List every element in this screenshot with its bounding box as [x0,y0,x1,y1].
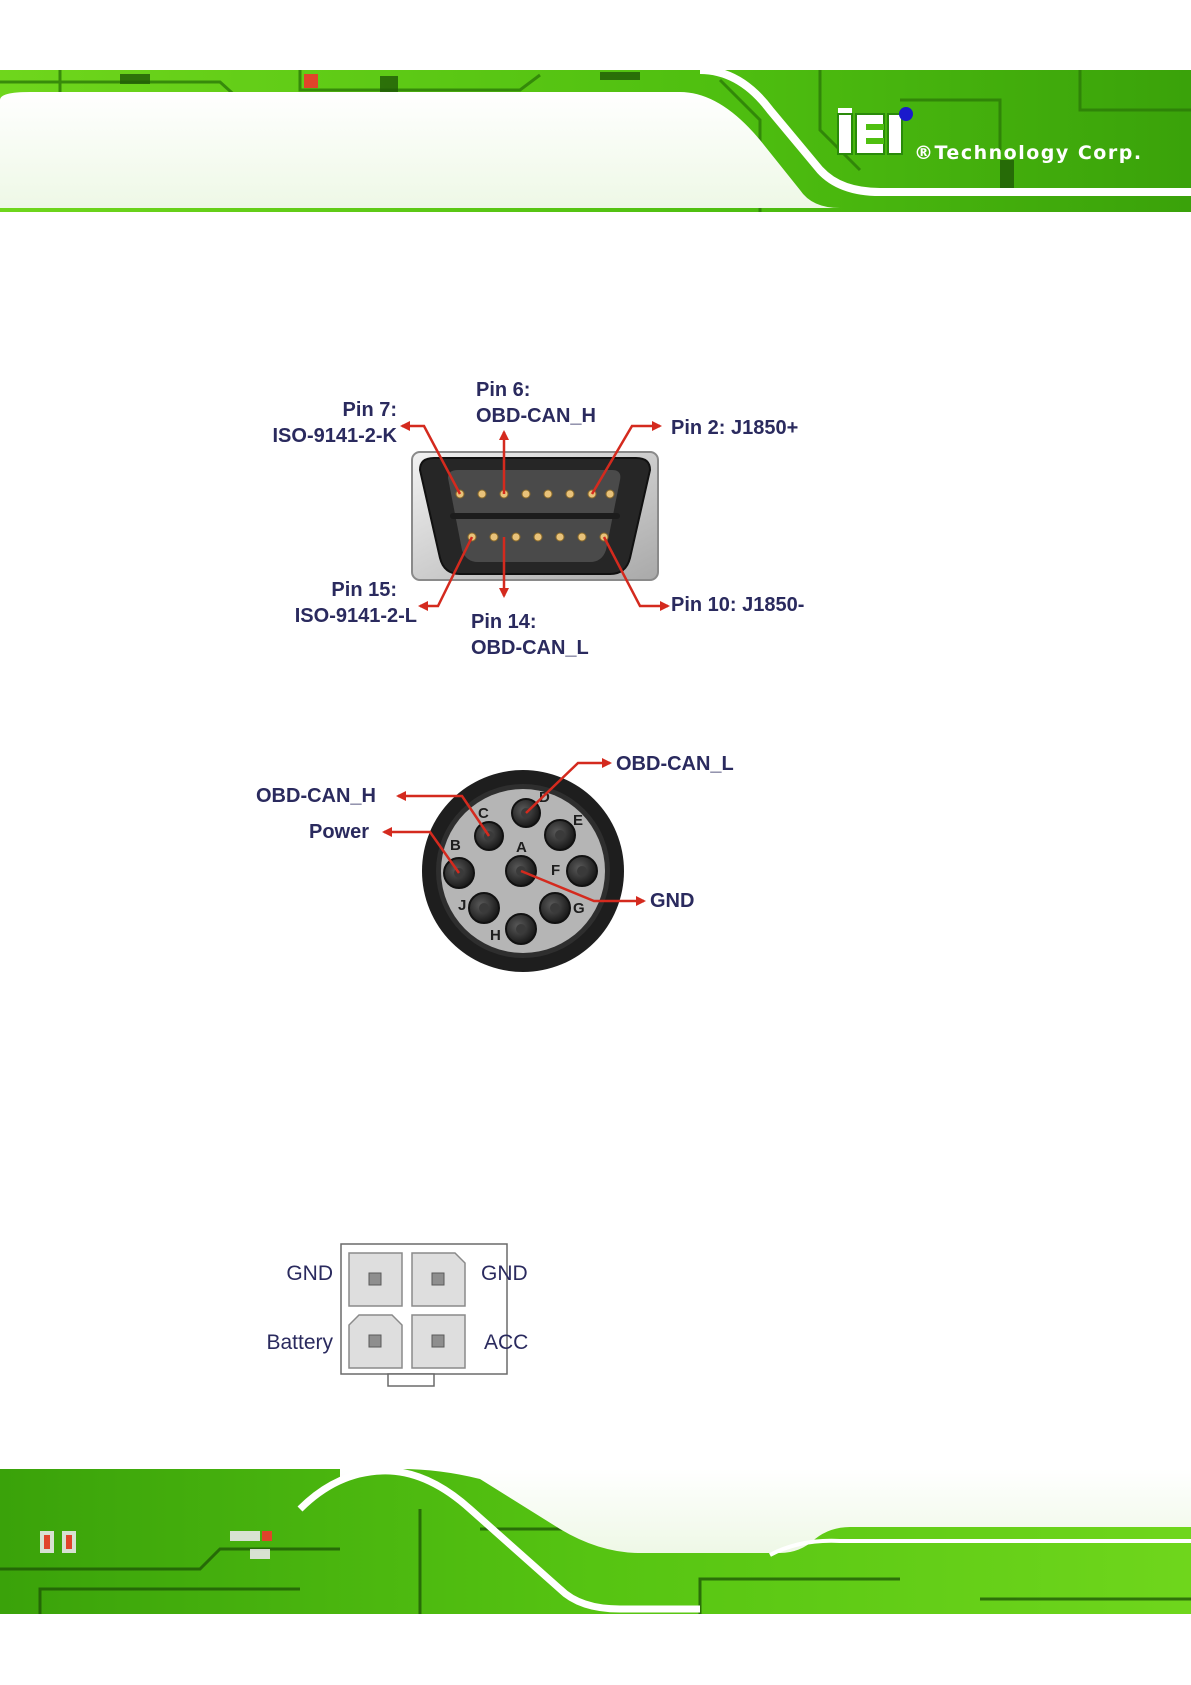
pin-letter-h: H [490,927,501,944]
pin-letter-b: B [450,837,461,854]
label-round-obd-can-h: OBD-CAN_H [256,784,376,808]
label-power-bottom-right: ACC [484,1331,528,1355]
iei-logo [838,107,913,154]
label-pin15-title: Pin 15: [250,578,397,602]
pin-letter-a: A [516,839,527,856]
header-banner: ®Technology Corp. [0,70,1191,212]
label-round-power: Power [309,820,369,844]
round-connector-diagram: A B C D E F G H J [0,740,1191,980]
pcb-footer-graphic [0,1469,1191,1614]
label-pin7-signal: ISO-9141-2-K [230,424,397,448]
pin-letter-e: E [573,812,583,829]
label-pin15-signal: ISO-9141-2-L [230,604,417,628]
pcb-banner-graphic [0,70,1191,212]
power-connector-diagram [0,1240,1191,1390]
label-pin14-title: Pin 14: [471,610,537,634]
label-power-top-left: GND [230,1262,333,1286]
label-pin6-title: Pin 6: [476,378,530,402]
footer-banner [0,1469,1191,1614]
brand-name: ®Technology Corp. [914,142,1143,164]
label-pin10: Pin 10: J1850- [671,593,804,617]
label-round-obd-can-l: OBD-CAN_L [616,752,734,776]
pin-letter-j: J [458,897,466,914]
label-pin2: Pin 2: J1850+ [671,416,798,440]
pin-letter-g: G [573,900,585,917]
label-pin7-title: Pin 7: [250,398,397,422]
label-power-top-right: GND [481,1262,528,1286]
pin-letter-f: F [551,862,560,879]
label-power-bottom-left: Battery [230,1331,333,1355]
power-latch [388,1374,434,1386]
label-pin6-signal: OBD-CAN_H [476,404,596,428]
label-pin14-signal: OBD-CAN_L [471,636,589,660]
pin-letter-c: C [478,805,489,822]
label-round-gnd: GND [650,889,694,913]
